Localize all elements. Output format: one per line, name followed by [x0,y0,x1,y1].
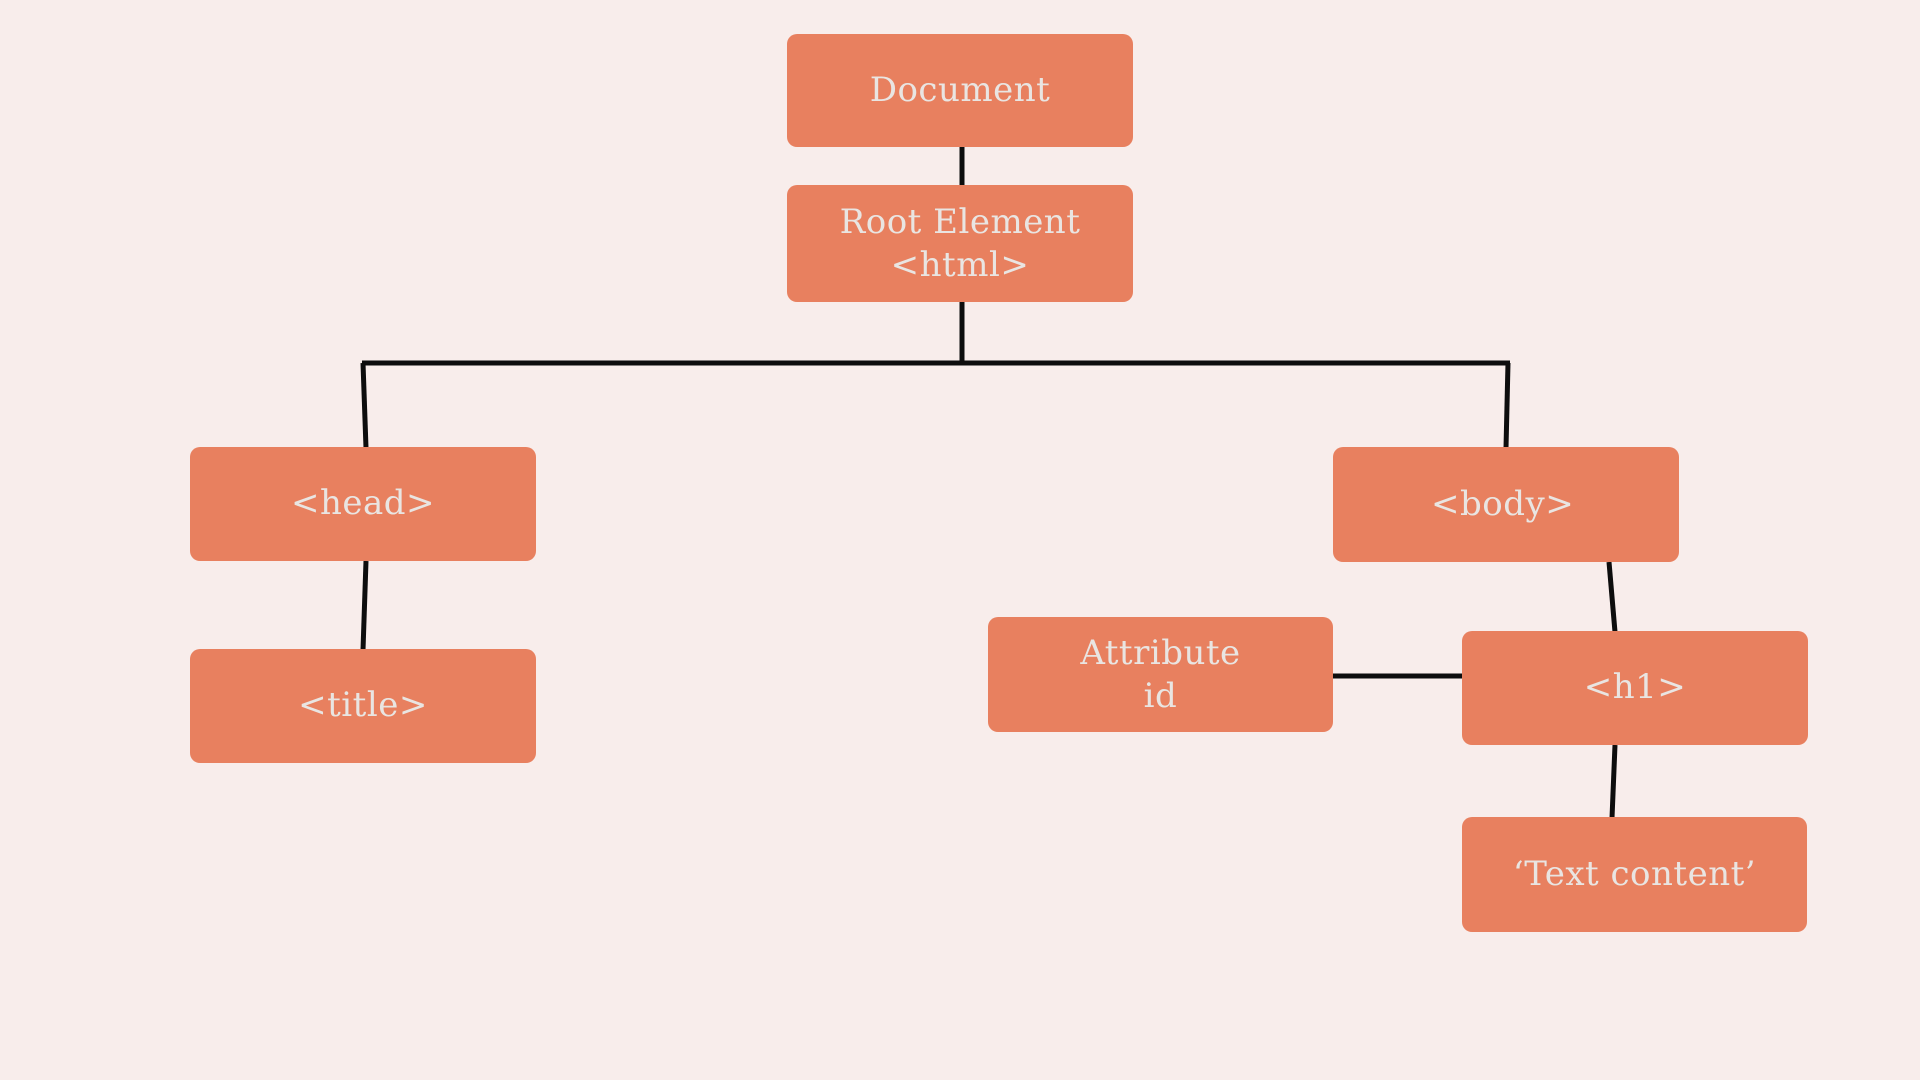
node-attribute-id[interactable]: Attribute id [988,617,1333,732]
node-h1[interactable]: <h1> [1462,631,1808,745]
node-root-element-html[interactable]: Root Element <html> [787,185,1133,302]
edge-bus-to-head [360,362,369,449]
edge-bus-to-body [1503,362,1511,449]
edge-body-to-h1 [1606,561,1618,633]
edge-h1-to-text [1609,744,1618,819]
node-head[interactable]: <head> [190,447,536,561]
node-text-content[interactable]: ‘Text content’ [1462,817,1807,932]
node-title[interactable]: <title> [190,649,536,763]
edge-head-to-title [360,560,369,651]
node-document[interactable]: Document [787,34,1133,147]
node-body[interactable]: <body> [1333,447,1679,562]
